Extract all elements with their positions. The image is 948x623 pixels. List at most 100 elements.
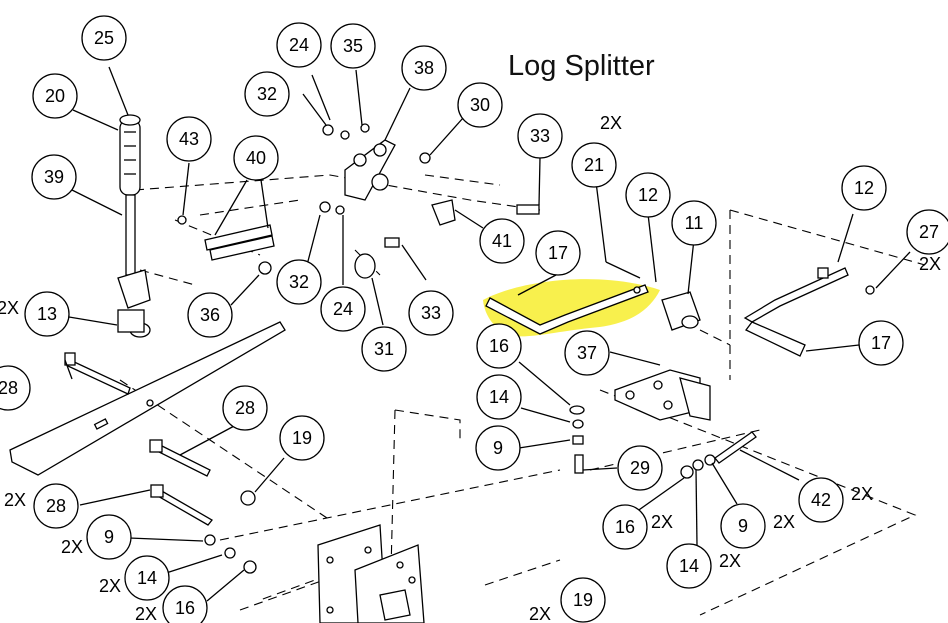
callout-label: 40 xyxy=(246,148,266,168)
callout-16: 16 xyxy=(476,323,522,369)
callout-28: 28 xyxy=(33,483,79,529)
callout-label: 16 xyxy=(489,336,509,356)
callout-label: 9 xyxy=(738,516,748,536)
callout-label: 11 xyxy=(685,213,704,233)
callout-16: 16 xyxy=(162,585,208,623)
callout-9: 9 xyxy=(475,425,521,471)
callout-13: 13 xyxy=(24,291,70,337)
quantity-label: 2X xyxy=(529,604,551,623)
callout-label: 32 xyxy=(257,84,277,104)
mounting-plates xyxy=(317,524,425,623)
callout-36: 36 xyxy=(187,292,233,338)
callout-28: 28 xyxy=(0,365,31,411)
callout-label: 21 xyxy=(584,155,604,175)
callout-label: 17 xyxy=(871,333,891,353)
callout-label: 14 xyxy=(137,568,157,588)
roller-bracket xyxy=(319,123,540,279)
callout-label: 31 xyxy=(374,339,394,359)
callout-label: 19 xyxy=(573,590,593,610)
link-plates xyxy=(177,215,275,275)
callout-16: 16 xyxy=(602,504,648,550)
callout-32: 32 xyxy=(276,259,322,305)
callout-label: 28 xyxy=(46,496,66,516)
quantity-label: 2X xyxy=(61,537,83,557)
callout-label: 16 xyxy=(615,517,635,537)
quantity-label: 2X xyxy=(4,490,26,510)
callout-28: 28 xyxy=(222,385,268,431)
callout-label: 29 xyxy=(630,458,650,478)
quantity-labels: 2X 2X 2X 2X 2X 2X 2X 2X 2X 2X 2X 2X xyxy=(0,113,941,623)
diagram-title: Log Splitter xyxy=(508,50,655,82)
quantity-label: 2X xyxy=(0,298,19,318)
callout-14: 14 xyxy=(666,543,712,589)
callout-label: 30 xyxy=(470,95,490,115)
callout-label: 28 xyxy=(0,378,18,398)
callout-29: 29 xyxy=(617,445,663,491)
quantity-label: 2X xyxy=(651,512,673,532)
quantity-label: 2X xyxy=(135,604,157,623)
quantity-label: 2X xyxy=(719,551,741,571)
callout-label: 16 xyxy=(175,598,195,618)
callout-11: 11 xyxy=(671,200,717,246)
hardware-stack xyxy=(569,405,757,479)
callout-14: 14 xyxy=(124,555,170,601)
handle-17-highlighted xyxy=(485,284,649,335)
callout-17: 17 xyxy=(858,320,904,366)
lower-bolts xyxy=(149,439,257,574)
callout-25: 25 xyxy=(81,15,127,61)
callout-bubbles: 25 20 39 43 40 13 36 24 35 38 32 30 32 24 31 33 41 33 17 21… xyxy=(0,15,948,623)
callout-19: 19 xyxy=(560,577,606,623)
callout-label: 28 xyxy=(235,398,255,418)
callout-label: 24 xyxy=(289,35,309,55)
callout-9: 9 xyxy=(720,503,766,549)
callout-37: 37 xyxy=(564,330,610,376)
callout-label: 9 xyxy=(104,527,114,547)
callout-label: 39 xyxy=(44,167,64,187)
callout-label: 41 xyxy=(492,231,512,251)
quantity-label: 2X xyxy=(851,484,873,504)
callout-43: 43 xyxy=(166,116,212,162)
callout-40: 40 xyxy=(233,135,279,181)
handle-17-right xyxy=(743,267,875,357)
callout-label: 32 xyxy=(289,272,309,292)
callout-label: 12 xyxy=(638,185,658,205)
callout-label: 13 xyxy=(37,304,57,324)
callout-33: 33 xyxy=(517,113,563,159)
callout-label: 24 xyxy=(333,299,353,319)
callout-label: 27 xyxy=(919,222,939,242)
callout-20: 20 xyxy=(32,73,78,119)
callout-12: 12 xyxy=(625,172,671,218)
callout-17: 17 xyxy=(535,230,581,276)
callout-32: 32 xyxy=(244,71,290,117)
callout-31: 31 xyxy=(361,326,407,372)
callout-19: 19 xyxy=(279,415,325,461)
pivot-block xyxy=(605,261,701,331)
callout-33: 33 xyxy=(408,290,454,336)
quantity-label: 2X xyxy=(99,576,121,596)
quantity-label: 2X xyxy=(600,113,622,133)
callout-24: 24 xyxy=(320,286,366,332)
callout-39: 39 xyxy=(31,154,77,200)
callout-35: 35 xyxy=(330,23,376,69)
callout-30: 30 xyxy=(457,82,503,128)
callout-label: 19 xyxy=(292,428,312,448)
quantity-label: 2X xyxy=(919,254,941,274)
leader-lines xyxy=(64,66,911,602)
callout-label: 33 xyxy=(530,126,550,146)
callout-label: 33 xyxy=(421,303,441,323)
quantity-label: 2X xyxy=(773,512,795,532)
callout-14: 14 xyxy=(476,374,522,420)
callout-label: 38 xyxy=(414,58,434,78)
lever-assembly xyxy=(117,114,151,338)
callout-label: 37 xyxy=(577,343,597,363)
callout-label: 25 xyxy=(94,28,114,48)
bracket-37 xyxy=(614,369,711,421)
callout-label: 35 xyxy=(343,36,363,56)
callout-9: 9 xyxy=(86,514,132,560)
callout-label: 20 xyxy=(45,86,65,106)
callout-41: 41 xyxy=(479,218,525,264)
callout-label: 14 xyxy=(489,387,509,407)
callout-label: 9 xyxy=(493,438,503,458)
long-bar xyxy=(9,321,286,476)
callout-38: 38 xyxy=(401,45,447,91)
